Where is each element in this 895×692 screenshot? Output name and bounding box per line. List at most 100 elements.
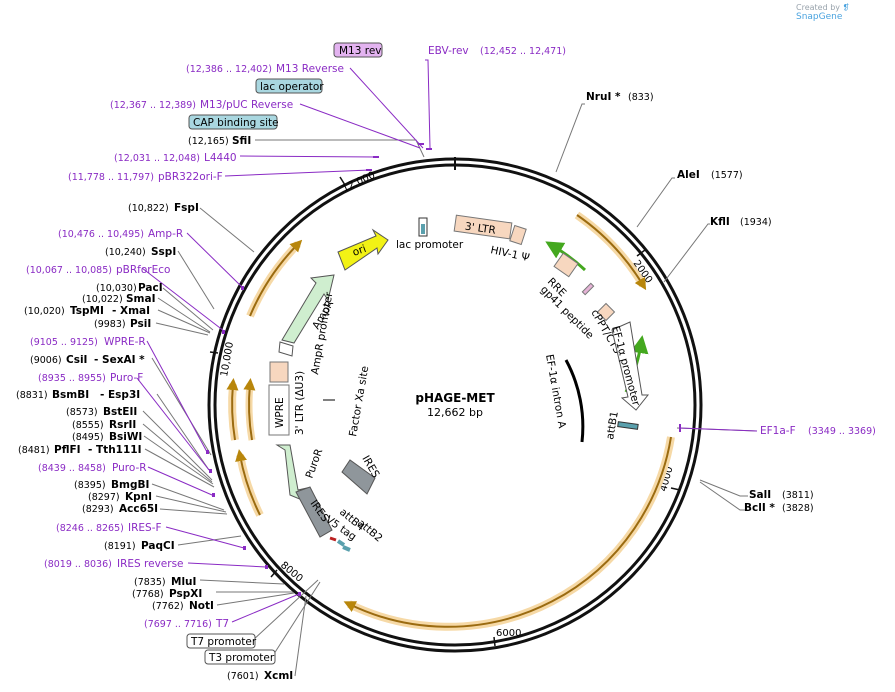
feature-v5-tag [329, 536, 337, 542]
site-tspmi-coord: (10,020) [24, 306, 65, 317]
feature-gp41 [581, 282, 595, 296]
primer-puro-r-name: Puro-R [112, 462, 147, 474]
primer-pbrforeco-coord: (10,067 .. 10,085) [26, 265, 112, 276]
site-paqci-name: PaqCI [141, 540, 175, 552]
primer-ef1a-f-name: EF1a-F [760, 425, 796, 437]
flag-cap-binding-label: CAP binding site [193, 117, 279, 129]
label-3ltr-top: 3' LTR [464, 221, 496, 237]
site-leaders-right [555, 103, 758, 511]
site-pspxi-name: PspXI [169, 588, 202, 600]
green-arrow-1 [545, 241, 587, 272]
label-factor-xa: Factor Xa site [347, 365, 371, 437]
flag-t7-promoter-label: T7 promoter [190, 636, 257, 648]
site-pflfi-coord: (8481) [18, 445, 50, 456]
feature-ires-outer [295, 486, 333, 538]
site-acc65i-name: Acc65I [119, 503, 158, 515]
label-ef1a-intron: EF-1α intron A [543, 353, 568, 430]
primer-leaders [136, 59, 758, 623]
site-mlui-name: MluI [171, 576, 196, 588]
primer-l4440-name: L4440 [204, 152, 237, 164]
site-bsiwi-coord: (8495) [72, 432, 104, 443]
flag-m13-rev-label: M13 rev [339, 45, 382, 57]
feature-3ltr-du3 [269, 361, 289, 383]
primer-ampr-name: Amp-R [148, 228, 183, 240]
site-csii-name: CsiI [66, 354, 87, 366]
site-bsteii-coord: (8573) [66, 407, 98, 418]
orf-arc-4-line [226, 378, 239, 441]
feature-ef1a-intron [564, 359, 585, 443]
scale-ticks [209, 176, 681, 647]
site-fspi-coord: (10,822) [128, 203, 169, 214]
feature-rre [553, 252, 579, 278]
site-pflfi-alt: - Tth111I [88, 444, 142, 456]
feature-attb4 [336, 539, 346, 547]
flag-m13-rev [333, 42, 383, 58]
feature-attb2 [342, 545, 351, 552]
site-pspxi-coord: (7768) [132, 589, 164, 600]
site-nrui-coord: (833) [628, 92, 654, 103]
site-bmgbi-coord: (8395) [74, 480, 106, 491]
site-alei-coord: (1577) [711, 170, 743, 181]
site-sfii-coord: (12,165) [188, 136, 229, 147]
primer-ires-rev-coord: (8019 .. 8036) [44, 559, 112, 570]
primer-ires-rev-name: IRES reverse [117, 558, 184, 570]
primer-ebv-rev-name: EBV-rev [428, 45, 469, 57]
orf-arc-6-line [235, 449, 261, 516]
primer-ires-f-coord: (8246 .. 8265) [56, 523, 124, 534]
site-bsmbi-name: BsmBI [52, 389, 89, 401]
site-kpni-name: KpnI [125, 491, 152, 503]
feature-ires-inner [341, 459, 376, 495]
primer-ebv-rev-coord: (12,452 .. 12,471) [480, 46, 566, 57]
credit-prefix: Created by [796, 3, 841, 12]
site-xcmi-coord: (7601) [227, 671, 259, 682]
primer-t7-coord: (7697 .. 7716) [144, 619, 212, 630]
site-csii-coord: (9006) [30, 355, 62, 366]
flag-t3-promoter-label: T3 promoter [208, 652, 275, 664]
primer-pbr322ori-coord: (11,778 .. 11,797) [68, 172, 154, 183]
site-bsteii-name: BstEII [103, 406, 137, 418]
feature-3ltr-top-end [509, 224, 527, 246]
feature-ef1a-promoter [611, 321, 650, 411]
primer-marks [206, 143, 681, 596]
site-sspi-name: SspI [151, 246, 176, 258]
site-tspmi-alt: - XmaI [112, 305, 150, 317]
site-paci-name: PacI [138, 282, 163, 294]
site-bcli-coord: (3828) [782, 503, 814, 514]
site-xcmi-name: XcmI [264, 670, 293, 682]
feature-ampr-promoter [278, 341, 294, 357]
flag-lac-operator [255, 78, 323, 94]
site-nrui-name: NruI * [586, 91, 621, 103]
primer-puro-f-name: Puro-F [110, 372, 143, 384]
plasmid-name: pHAGE-MET [415, 391, 495, 405]
site-sali-coord: (3811) [782, 490, 814, 501]
site-paqci-coord: (8191) [104, 541, 136, 552]
feature-lac-operator-box [421, 224, 425, 234]
credit-brand: SnapGene [796, 12, 843, 22]
site-psii-name: PsiI [130, 318, 151, 330]
site-smai-coord: (10,022) [82, 294, 123, 305]
site-csii-alt: - SexAI * [94, 354, 145, 366]
flag-t7-promoter [186, 633, 256, 649]
feature-attb1 [617, 421, 639, 430]
primer-ires-f-name: IRES-F [128, 522, 162, 534]
feature-3ltr-top [453, 214, 513, 240]
label-puror: PuroR [304, 447, 326, 480]
primer-wpre-r-coord: (9105 .. 9125) [30, 337, 98, 348]
orf-arc-1-line [576, 214, 647, 291]
primer-ef1a-f-coord: (3349 .. 3369) [808, 426, 876, 437]
orf-arc-3 [246, 241, 301, 318]
label-attb1: attB1 [604, 410, 621, 440]
site-psii-coord: (9983) [94, 319, 126, 330]
site-bmgbi-name: BmgBI [111, 479, 149, 491]
plasmid-size: 12,662 bp [427, 406, 483, 419]
primer-m13-reverse-name: M13 Reverse [276, 63, 344, 75]
primer-wpre-r-name: WPRE-R [104, 336, 146, 348]
orf-arcs [226, 211, 675, 631]
flag-lac-operator-label: lac operator [260, 81, 324, 93]
site-alei-name: AleI [677, 169, 700, 181]
site-rsrii-name: RsrII [109, 419, 136, 431]
snapgene-credit: Created by ❡ SnapGene [796, 3, 895, 22]
features: 3' LTR HIV-1 Ψ RRE gp41 peptide cPPT/CTS… [268, 214, 650, 552]
